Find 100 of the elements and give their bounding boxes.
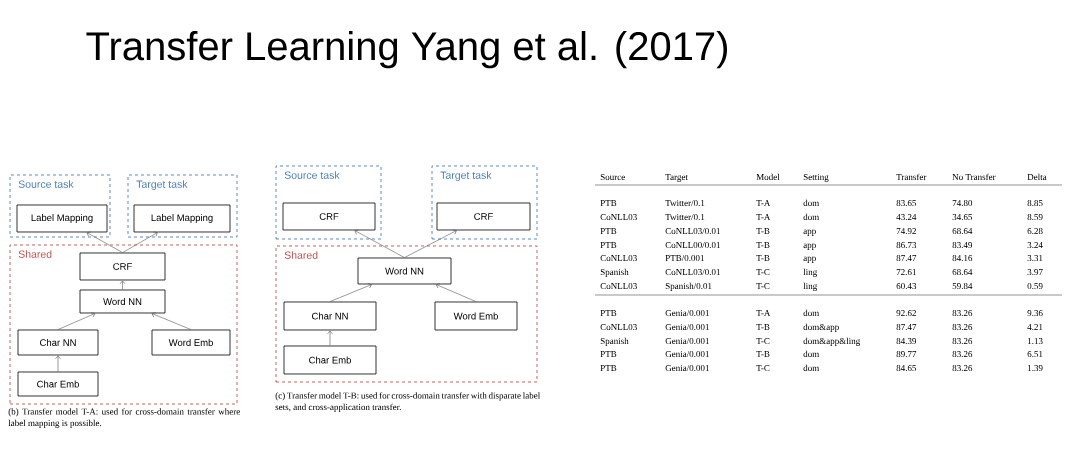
arrow xyxy=(86,231,123,253)
table-cell: 4.21 xyxy=(1027,324,1043,331)
table-cell: 0.59 xyxy=(1027,283,1043,290)
table-cell: 89.77 xyxy=(896,351,917,358)
table-cell: CoNLL03 xyxy=(600,255,637,262)
table-cell: 3.97 xyxy=(1027,269,1043,276)
table-cell: T-C xyxy=(756,365,770,372)
table-cell: 83.26 xyxy=(952,365,973,372)
table-cell: Spanish xyxy=(600,268,629,277)
arrow xyxy=(122,231,158,253)
table-cell: 83.26 xyxy=(952,324,973,331)
table-cell: PTB xyxy=(600,310,617,316)
table-cell: T-B xyxy=(756,242,770,249)
layer-box: CRF xyxy=(79,252,166,281)
table-cell: 86.73 xyxy=(896,242,917,249)
table-cell: Spanish xyxy=(600,337,629,346)
table-cell: 87.47 xyxy=(896,255,917,262)
layer-box: Word Emb xyxy=(151,329,231,356)
table-cell: Genia/0.001 xyxy=(665,365,709,372)
table-cell: PTB/0.001 xyxy=(665,255,704,262)
table-cell: Twitter/0.1 xyxy=(665,214,705,221)
table-cell: PTB xyxy=(600,351,617,357)
layer-box: Word Emb xyxy=(434,301,518,331)
arrow xyxy=(327,330,333,346)
table-cell: T-A xyxy=(756,200,771,206)
table-cell: 83.26 xyxy=(952,351,973,358)
table-cell: 74.92 xyxy=(896,228,916,235)
table-cell: CoNLL00/0.01 xyxy=(665,242,720,249)
table-cell: 72.61 xyxy=(896,269,916,276)
table-header: Target xyxy=(665,174,688,182)
table-cell: 84.65 xyxy=(896,365,917,372)
table-cell: 43.24 xyxy=(896,214,917,221)
table-header: Delta xyxy=(1027,173,1047,181)
table-cell: 83.65 xyxy=(896,200,917,207)
table-cell: dom xyxy=(803,309,820,317)
arrow xyxy=(354,229,405,258)
table-cell: dom&app xyxy=(803,323,839,332)
arrow xyxy=(404,229,457,258)
table-cell: app xyxy=(803,256,816,263)
table-cell: 6.28 xyxy=(1027,228,1043,235)
layer-box: Label Mapping xyxy=(16,204,108,233)
layer-box: Char NN xyxy=(283,301,377,331)
table-cell: 59.84 xyxy=(952,283,973,290)
table-cell: 84.39 xyxy=(896,338,917,345)
table-cell: T-A xyxy=(756,214,771,220)
table-cell: CoNLL03 xyxy=(600,214,637,221)
table-cell: CoNLL03 xyxy=(600,283,637,290)
table-cell: T-B xyxy=(756,255,770,261)
table-cell: CoNLL03/0.01 xyxy=(665,269,720,276)
layer-box: Char Emb xyxy=(17,371,99,397)
table-cell: dom xyxy=(803,199,820,207)
arrow xyxy=(329,283,372,302)
arrow xyxy=(151,312,192,330)
table-cell: 74.80 xyxy=(952,200,973,207)
table-cell: Genia/0.001 xyxy=(665,338,709,345)
table-cell: 68.64 xyxy=(952,228,973,235)
table-cell: CoNLL03 xyxy=(600,324,637,331)
table-cell: PTB xyxy=(600,242,617,249)
table-cell: ling xyxy=(803,282,818,291)
arrow xyxy=(55,355,61,372)
layer-box: CRF xyxy=(436,202,531,231)
table-cell: 83.49 xyxy=(952,242,973,249)
table-cell: dom xyxy=(803,364,820,372)
layer-box: Word NN xyxy=(357,257,452,285)
table-cell: ling xyxy=(803,268,818,277)
table-cell: 8.85 xyxy=(1027,200,1043,207)
table-cell: T-B xyxy=(756,351,770,357)
table-cell: app xyxy=(803,229,816,236)
table-cell: PTB xyxy=(600,228,617,235)
table-cell: app xyxy=(803,243,816,250)
layer-box: CRF xyxy=(282,202,376,231)
table-cell: T-B xyxy=(756,228,770,235)
table-cell: 87.47 xyxy=(896,324,917,331)
table-cell: dom&app&ling xyxy=(803,337,861,346)
table-cell: 83.26 xyxy=(952,310,973,317)
table-cell: 9.36 xyxy=(1027,310,1043,317)
table-cell: 1.39 xyxy=(1028,365,1043,372)
table-cell: 3.24 xyxy=(1027,242,1043,249)
figure-caption: (b) Transfer model T-A: used for cross-domain transfer where label mapping is possible. xyxy=(8,408,240,428)
layer-box: Label Mapping xyxy=(133,204,231,233)
table-cell: T-C xyxy=(756,283,770,290)
table-cell: PTB xyxy=(600,200,617,207)
layer-box: Char Emb xyxy=(283,345,377,375)
table-cell: 3.31 xyxy=(1027,255,1043,262)
table-header: Model xyxy=(756,173,780,181)
table-cell: T-C xyxy=(756,338,770,345)
table-cell: 68.64 xyxy=(952,269,973,276)
table-header: Source xyxy=(600,174,625,181)
table-cell: Genia/0.001 xyxy=(665,324,709,331)
table-cell: Spanish/0.01 xyxy=(665,282,712,291)
table-cell: T-A xyxy=(756,310,771,316)
layer-box: Word NN xyxy=(79,289,166,314)
table-header: No Transfer xyxy=(952,173,996,181)
table-header: Setting xyxy=(803,174,829,182)
table-cell: 83.26 xyxy=(952,338,973,345)
layer-box: Char NN xyxy=(17,329,99,356)
table-cell: 60.43 xyxy=(896,283,917,290)
table-cell: T-B xyxy=(756,324,770,330)
table-cell: dom xyxy=(803,213,820,221)
table-cell: 8.59 xyxy=(1027,214,1043,221)
